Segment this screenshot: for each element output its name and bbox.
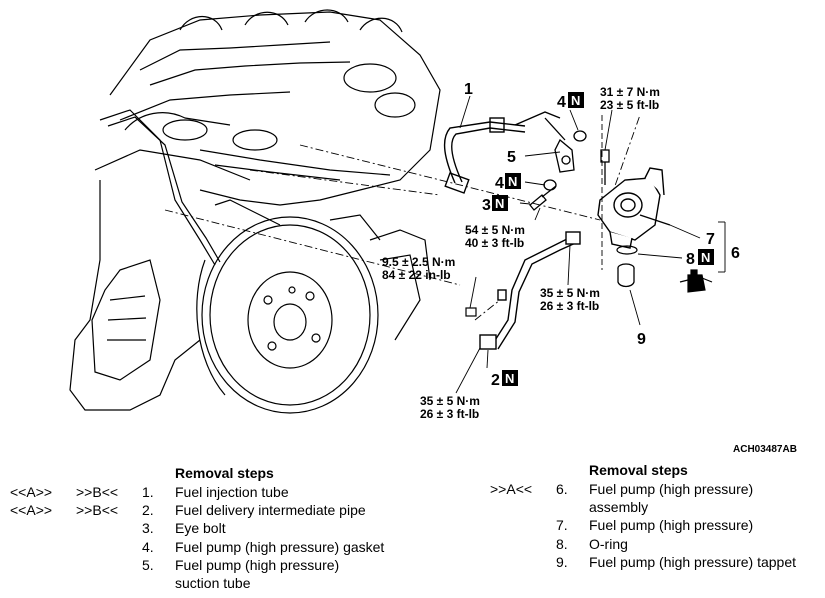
- callout-4-upper: 4: [557, 94, 566, 111]
- step-text-continued: assembly: [589, 499, 649, 515]
- torque-pipe-upper-nm: 35 ± 5 N·m: [540, 286, 600, 300]
- oil-can-icon: [679, 269, 713, 293]
- step-number: 9.: [556, 554, 568, 570]
- n-badge: [492, 195, 508, 211]
- step-text: Fuel delivery intermediate pipe: [175, 502, 366, 518]
- step-text: Fuel pump (high pressure): [589, 517, 754, 533]
- step-number: 5.: [142, 557, 154, 573]
- fuel-injection-tube: [443, 111, 561, 194]
- callout-3: 3: [482, 197, 491, 214]
- torque-small-bolt-inlb: 84 ± 22 in-lb: [382, 268, 451, 282]
- callout-9: 9: [637, 331, 646, 348]
- step-mark-a: <<A>>: [10, 502, 53, 518]
- n-badge-text: N: [505, 371, 514, 386]
- fuel-delivery-intermediate-pipe: [479, 231, 581, 350]
- callout-5: 5: [507, 149, 516, 166]
- step-text: O-ring: [589, 536, 628, 552]
- callout-1: 1: [464, 81, 473, 98]
- step-text: Fuel pump (high pressure): [175, 557, 340, 573]
- eye-bolt: [529, 185, 557, 211]
- torque-eye-bolt-nm: 54 ± 5 N·m: [465, 223, 525, 237]
- step-text-continued: suction tube: [175, 575, 251, 591]
- o-ring: [616, 245, 638, 255]
- callout-7: 7: [706, 231, 715, 248]
- callout-lines: [455, 95, 726, 394]
- high-pressure-fuel-pump: [597, 167, 671, 249]
- step-mark-b: >>B<<: [76, 484, 119, 500]
- step-number: 1.: [142, 484, 154, 500]
- callout-2: 2: [491, 372, 500, 389]
- torque-pipe-upper-ftlb: 26 ± 3 ft-lb: [540, 299, 599, 313]
- step-text: Fuel pump (high pressure) gasket: [175, 539, 385, 555]
- exploded-diagram: 1 4 N 5 4 N 3 N 7 6 8 N 9 2 N 31 ± 7 N·m…: [69, 9, 740, 421]
- torque-small-bolt-nm: 9.5 ± 2.5 N·m: [382, 255, 455, 269]
- n-badge-text: N: [571, 93, 580, 108]
- step-text: Eye bolt: [175, 520, 226, 536]
- leader-lines: [164, 114, 641, 321]
- callout-6: 6: [731, 245, 740, 262]
- n-badge-text: N: [508, 174, 517, 189]
- torque-pump-bolt-nm: 31 ± 7 N·m: [600, 85, 660, 99]
- step-text: Fuel pump (high pressure) tappet: [589, 554, 796, 570]
- step-number: 8.: [556, 536, 568, 552]
- step-number: 6.: [556, 481, 568, 497]
- step-mark-a: <<A>>: [10, 484, 53, 500]
- n-badge: [505, 173, 521, 189]
- n-badge: [698, 249, 714, 265]
- step-mark-a: >>A<<: [490, 481, 533, 497]
- n-badge: [568, 92, 584, 108]
- torque-pipe-lower-ftlb: 26 ± 3 ft-lb: [420, 407, 479, 421]
- step-number: 4.: [142, 539, 154, 555]
- n-badge: [502, 370, 518, 386]
- step-number: 7.: [556, 517, 568, 533]
- step-text: Fuel injection tube: [175, 484, 289, 500]
- removal-steps-header: Removal steps: [175, 465, 274, 481]
- torque-eye-bolt-ftlb: 40 ± 3 ft-lb: [465, 236, 524, 250]
- step-mark-b: >>B<<: [76, 502, 119, 518]
- n-badge-text: N: [495, 196, 504, 211]
- step-text: Fuel pump (high pressure): [589, 481, 754, 497]
- tappet: [617, 263, 635, 288]
- torque-pump-bolt-ftlb: 23 ± 5 ft-lb: [600, 98, 659, 112]
- n-badge-text: N: [701, 250, 710, 265]
- step-number: 3.: [142, 520, 154, 536]
- suction-tube: [544, 117, 575, 173]
- figure-code: ACH03487AB: [733, 444, 797, 455]
- callout-4-lower: 4: [495, 175, 504, 192]
- removal-steps-header: Removal steps: [589, 462, 688, 478]
- step-number: 2.: [142, 502, 154, 518]
- small-bolt: [465, 307, 477, 317]
- callout-8: 8: [686, 251, 695, 268]
- torque-pipe-lower-nm: 35 ± 5 N·m: [420, 394, 480, 408]
- engine-illustration: [69, 9, 441, 414]
